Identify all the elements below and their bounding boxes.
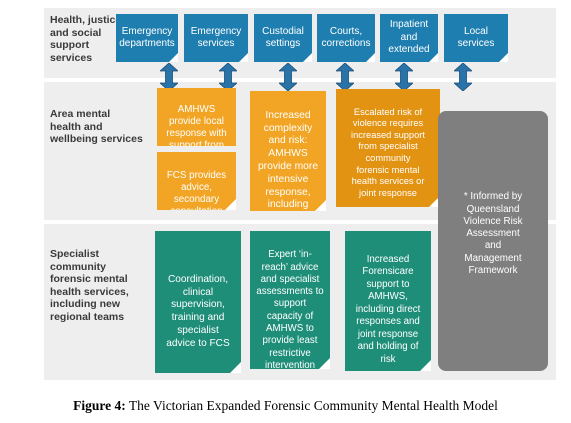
double-arrow-icon (395, 63, 413, 91)
figure-caption: Figure 4: The Victorian Expanded Forensi… (0, 398, 571, 414)
note-text: * Informed by Queensland Violence Risk A… (463, 191, 523, 277)
corner-fold (420, 360, 431, 371)
escalated-risk-box: Escalated risk of violence requires incr… (336, 89, 440, 207)
service-custodial-settings: Custodial settings (254, 14, 312, 62)
service-local-services: Local services (444, 14, 508, 62)
corner-fold (225, 199, 236, 210)
box-text: AMHWS provide local response with suppor… (166, 104, 227, 146)
service-label: Local services (457, 25, 495, 50)
service-label: Emergency departments (119, 25, 175, 50)
double-arrow-icon (279, 63, 297, 91)
fcs-advice-box: FCS provides advice, secondary consultat… (157, 152, 236, 210)
corner-notch (169, 53, 178, 62)
figure-title: The Victorian Expanded Forensic Communit… (125, 398, 498, 413)
corner-notch (303, 53, 312, 62)
risk-framework-note: * Informed by Queensland Violence Risk A… (438, 111, 548, 371)
coordination-box: Coordination, clinical supervision, trai… (155, 231, 241, 373)
double-arrow-icon (454, 63, 472, 91)
double-arrow-icon (336, 63, 354, 91)
corner-notch (499, 53, 508, 62)
double-arrow-icon (160, 63, 178, 91)
box-text: Coordination, clinical supervision, trai… (166, 273, 230, 349)
amhws-local-response-box: AMHWS provide local response with suppor… (157, 88, 236, 146)
row-label-specialist: Specialist community forensic mental hea… (50, 248, 129, 323)
service-label: Emergency services (190, 25, 242, 50)
corner-notch (429, 53, 438, 62)
corner-fold (230, 362, 241, 373)
figure-number: Figure 4: (73, 398, 126, 413)
service-emergency-services: Emergency services (184, 14, 248, 62)
box-text: Increased Forensicare support to AMHWS, … (355, 253, 421, 365)
corner-fold (315, 200, 326, 211)
increased-forensicare-box: Increased Forensicare support to AMHWS, … (345, 231, 431, 371)
expert-inreach-box: Expert ‘in- reach’ advice and specialist… (250, 231, 330, 369)
corner-notch (239, 53, 248, 62)
increased-complexity-box: Increased complexity and risk: AMHWS pro… (250, 91, 326, 211)
corner-notch (366, 53, 375, 62)
service-label: Inpatient and extended (388, 19, 430, 56)
service-inpatient-extended: Inpatient and extended (380, 14, 438, 62)
service-emergency-departments: Emergency departments (116, 14, 178, 62)
box-text: Expert ‘in- reach’ advice and specialist… (256, 249, 324, 369)
box-text: FCS provides advice, secondary consultat… (166, 170, 227, 210)
row-label-area: Area mental health and wellbeing service… (50, 108, 143, 145)
corner-fold (319, 358, 330, 369)
double-arrow-icon (219, 63, 237, 91)
service-courts-corrections: Courts, corrections (317, 14, 375, 62)
service-label: Courts, corrections (321, 25, 371, 50)
box-text: Increased complexity and risk: AMHWS pro… (257, 109, 319, 211)
box-text: Escalated risk of violence requires incr… (351, 106, 425, 198)
corner-fold (429, 196, 440, 207)
service-label: Custodial settings (262, 25, 304, 50)
row-label-health: Health, justice, and social support serv… (50, 14, 125, 64)
